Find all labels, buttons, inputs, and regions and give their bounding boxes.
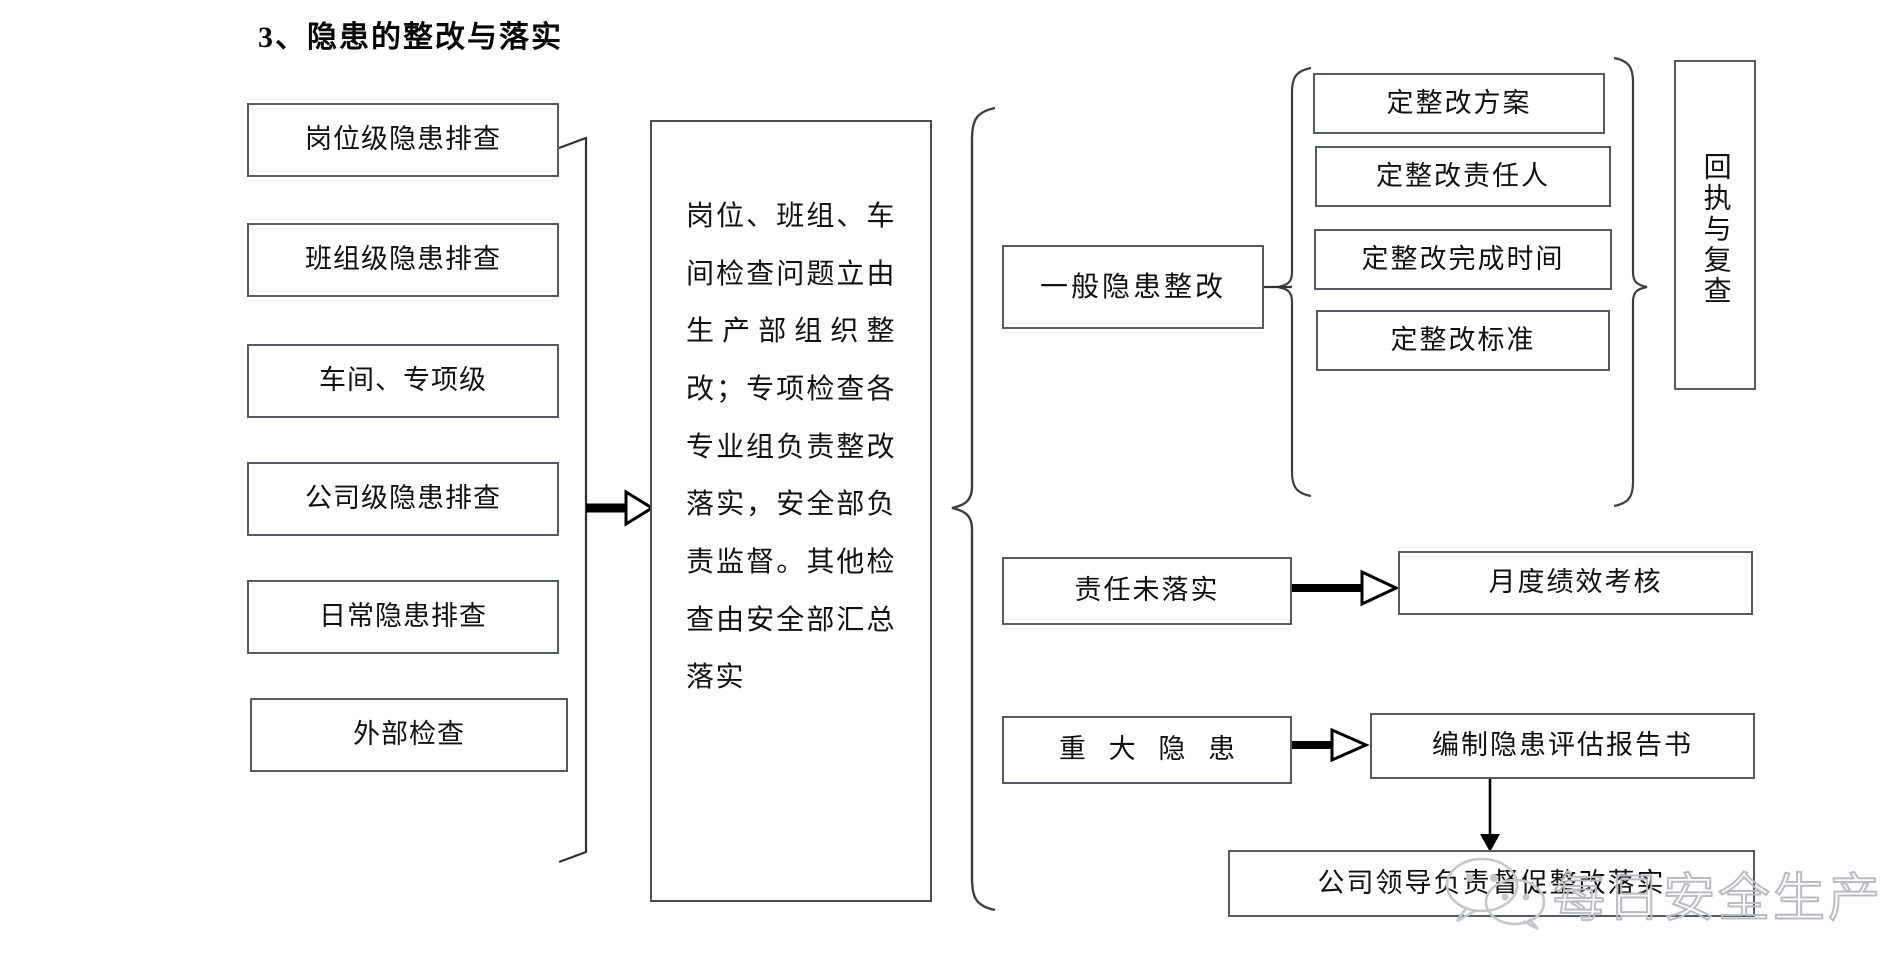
left-item-position-level[interactable]: 岗位级隐患排查 [247,103,559,177]
detail-label: 定整改完成时间 [1361,243,1565,274]
arrow-major-to-report [1292,727,1370,763]
responsibility-unfulfilled-box[interactable]: 责任未落实 [1002,557,1292,625]
brace-center-right [951,106,996,912]
left-item-workshop-special-level[interactable]: 车间、专项级 [247,344,559,418]
detail-box-plan[interactable]: 定整改方案 [1313,73,1605,134]
report-label: 编制隐患评估报告书 [1432,730,1693,761]
left-item-external-inspection[interactable]: 外部检查 [250,698,568,772]
major-hazard-box[interactable]: 重 大 隐 患 [1002,716,1292,784]
center-process-text: 岗位、班组、车间检查问题立由生产部组织整改；专项检查各专业组负责整改落实，安全部… [686,201,896,694]
kpi-label: 月度绩效考核 [1488,567,1663,598]
left-item-daily[interactable]: 日常隐患排查 [247,580,559,654]
arrow-left-to-center [586,489,655,527]
arrow-report-to-leader [1480,779,1500,852]
left-item-label: 岗位级隐患排查 [305,124,501,155]
arrow-resp-to-kpi [1292,569,1400,607]
major-hazard-label: 重 大 隐 患 [1058,734,1244,765]
left-item-company-level[interactable]: 公司级隐患排查 [247,462,559,536]
leader-supervision-box[interactable]: 公司领导负责督促整改落实 [1228,850,1755,917]
hazard-assessment-report-box[interactable]: 编制隐患评估报告书 [1370,713,1755,779]
brace-general-details [1277,66,1312,498]
left-item-label: 日常隐患排查 [319,601,487,632]
page-title: 3、隐患的整改与落实 [258,21,563,54]
detail-label: 定整改标准 [1390,324,1536,355]
left-item-label: 车间、专项级 [319,365,487,396]
monthly-kpi-box[interactable]: 月度绩效考核 [1398,551,1753,615]
left-item-label: 班组级隐患排查 [305,244,501,275]
leader-label: 公司领导负责督促整改落实 [1317,867,1666,898]
detail-label: 定整改责任人 [1376,160,1550,191]
left-item-label: 外部检查 [353,719,465,750]
center-process-box[interactable]: 岗位、班组、车间检查问题立由生产部组织整改；专项检查各专业组负责整改落实，安全部… [650,120,932,902]
left-item-team-level[interactable]: 班组级隐患排查 [247,223,559,297]
receipt-review-label: 回执与复查 [1699,151,1731,307]
detail-box-responsible-person[interactable]: 定整改责任人 [1315,146,1611,207]
brace-details-receipt [1613,56,1648,508]
detail-box-standard[interactable]: 定整改标准 [1316,310,1610,371]
detail-label: 定整改方案 [1386,87,1532,118]
general-hazard-box[interactable]: 一般隐患整改 [1002,245,1264,329]
responsibility-label: 责任未落实 [1074,575,1220,606]
receipt-review-box[interactable]: 回执与复查 [1674,60,1756,390]
left-item-label: 公司级隐患排查 [305,483,501,514]
general-hazard-label: 一般隐患整改 [1039,271,1226,303]
detail-box-completion-time[interactable]: 定整改完成时间 [1314,229,1612,290]
